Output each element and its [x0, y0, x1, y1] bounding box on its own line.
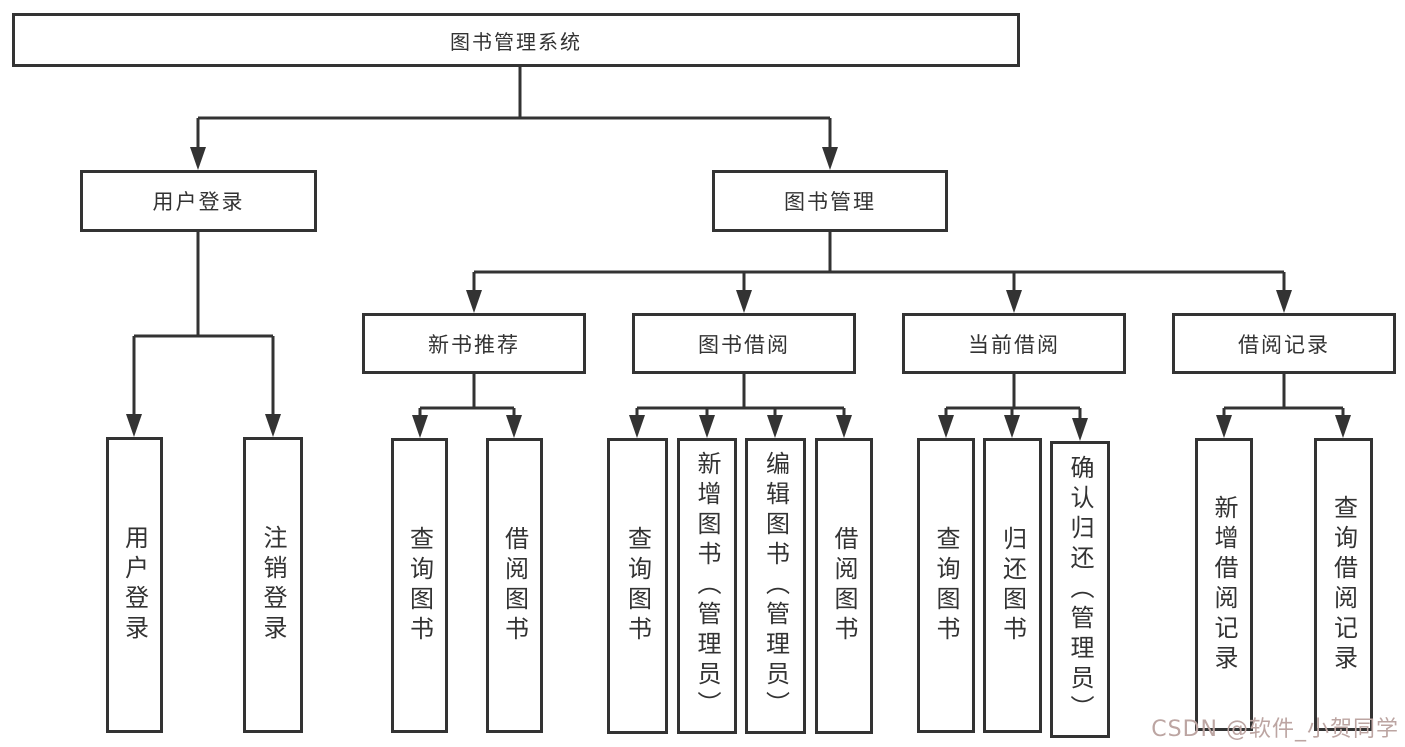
node-label: 用户登录: [152, 190, 245, 214]
node-label: 编辑图书（管理员）: [761, 451, 790, 721]
node-return-books: 归还图书: [983, 438, 1042, 733]
node-label: 新增图书（管理员）: [693, 451, 721, 721]
node-book-management: 图书管理: [712, 170, 948, 232]
node-label: 当前借阅: [968, 332, 1060, 357]
node-label: 新书推荐: [428, 332, 520, 357]
node-borrow-books-borrowing: 借阅图书: [815, 438, 873, 734]
node-query-books-current: 查询图书: [917, 438, 975, 733]
node-new-book-recommendation: 新书推荐: [362, 313, 586, 374]
node-label: 查询图书: [932, 525, 960, 646]
node-add-borrow-record: 新增借阅记录: [1195, 438, 1253, 731]
node-label: 图书管理系统: [450, 29, 582, 54]
node-label: 查询图书: [405, 525, 434, 646]
node-label: 注销登录: [259, 525, 287, 645]
node-current-borrowing: 当前借阅: [902, 313, 1126, 374]
node-book-management-system: 图书管理系统: [12, 13, 1020, 67]
node-logout: 注销登录: [243, 437, 303, 733]
node-book-borrowing: 图书借阅: [632, 313, 856, 374]
node-edit-books-admin: 编辑图书（管理员）: [745, 438, 806, 734]
node-confirm-return-admin: 确认归还（管理员）: [1050, 441, 1110, 738]
node-label: 借阅图书: [830, 526, 858, 646]
lines: [132, 67, 1345, 421]
node-label: 图书借阅: [698, 332, 790, 357]
node-label: 用户登录: [120, 525, 149, 645]
node-user-login: 用户登录: [106, 437, 163, 733]
node-label: 查询借阅记录: [1329, 494, 1358, 675]
node-borrow-books-recommendation: 借阅图书: [486, 438, 543, 733]
node-borrowing-records: 借阅记录: [1172, 313, 1396, 374]
node-user-login-group: 用户登录: [80, 170, 317, 232]
node-label: 借阅图书: [500, 525, 529, 646]
node-query-books-recommendation: 查询图书: [391, 438, 448, 733]
node-label: 新增借阅记录: [1210, 494, 1238, 675]
node-label: 归还图书: [998, 525, 1027, 646]
node-query-borrow-record: 查询借阅记录: [1314, 438, 1373, 731]
csdn-watermark: CSDN @软件_小贺同学: [1151, 717, 1399, 742]
node-label: 确认归还（管理员）: [1066, 454, 1094, 725]
node-label: 查询图书: [623, 526, 652, 646]
node-add-books-admin: 新增图书（管理员）: [677, 438, 737, 734]
node-label: 借阅记录: [1238, 332, 1330, 357]
arrowheads: [126, 147, 1351, 441]
node-label: 图书管理: [784, 190, 876, 214]
node-query-books-borrowing: 查询图书: [607, 438, 668, 734]
